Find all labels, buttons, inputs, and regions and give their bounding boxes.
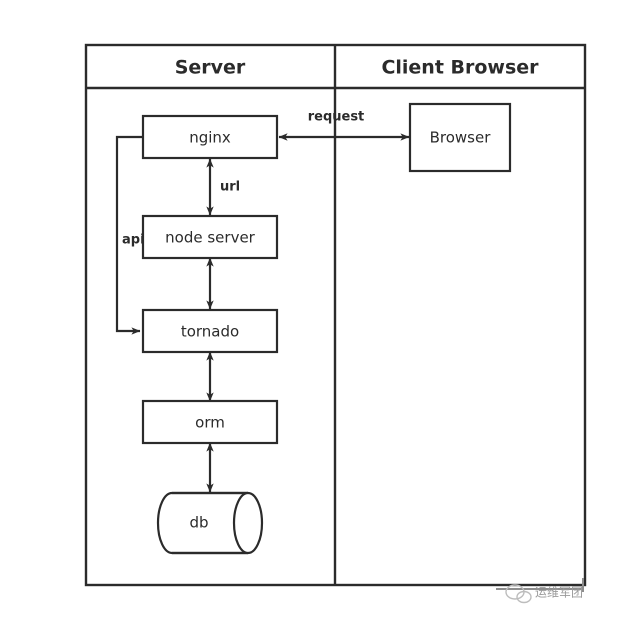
node-db[interactable]: db [156,491,264,555]
watermark-label: 运维军团 [535,586,583,600]
edge-label-request: request [308,110,365,125]
node-orm[interactable]: orm [141,399,279,445]
node-tornado[interactable]: tornado [141,308,279,354]
node-label-db: db [189,514,208,532]
wechat-icon [505,584,532,604]
node-nginx[interactable]: nginx [141,114,279,160]
watermark: 运维军团 [496,578,584,604]
node-browser[interactable]: Browser [408,102,512,173]
node-label-node-server: node server [165,229,256,247]
node-label-orm: orm [195,414,225,432]
edge-label-api: api [122,233,145,248]
node-node-server[interactable]: node server [141,214,279,260]
edge-label-url: url [220,180,240,195]
node-label-tornado: tornado [181,323,239,341]
node-label-nginx: nginx [189,129,231,147]
lane-header-server: Server [175,57,246,79]
lane-header-client-browser: Client Browser [381,57,539,79]
edge-nginx-tornado [115,135,143,335]
node-label-browser: Browser [430,129,492,147]
